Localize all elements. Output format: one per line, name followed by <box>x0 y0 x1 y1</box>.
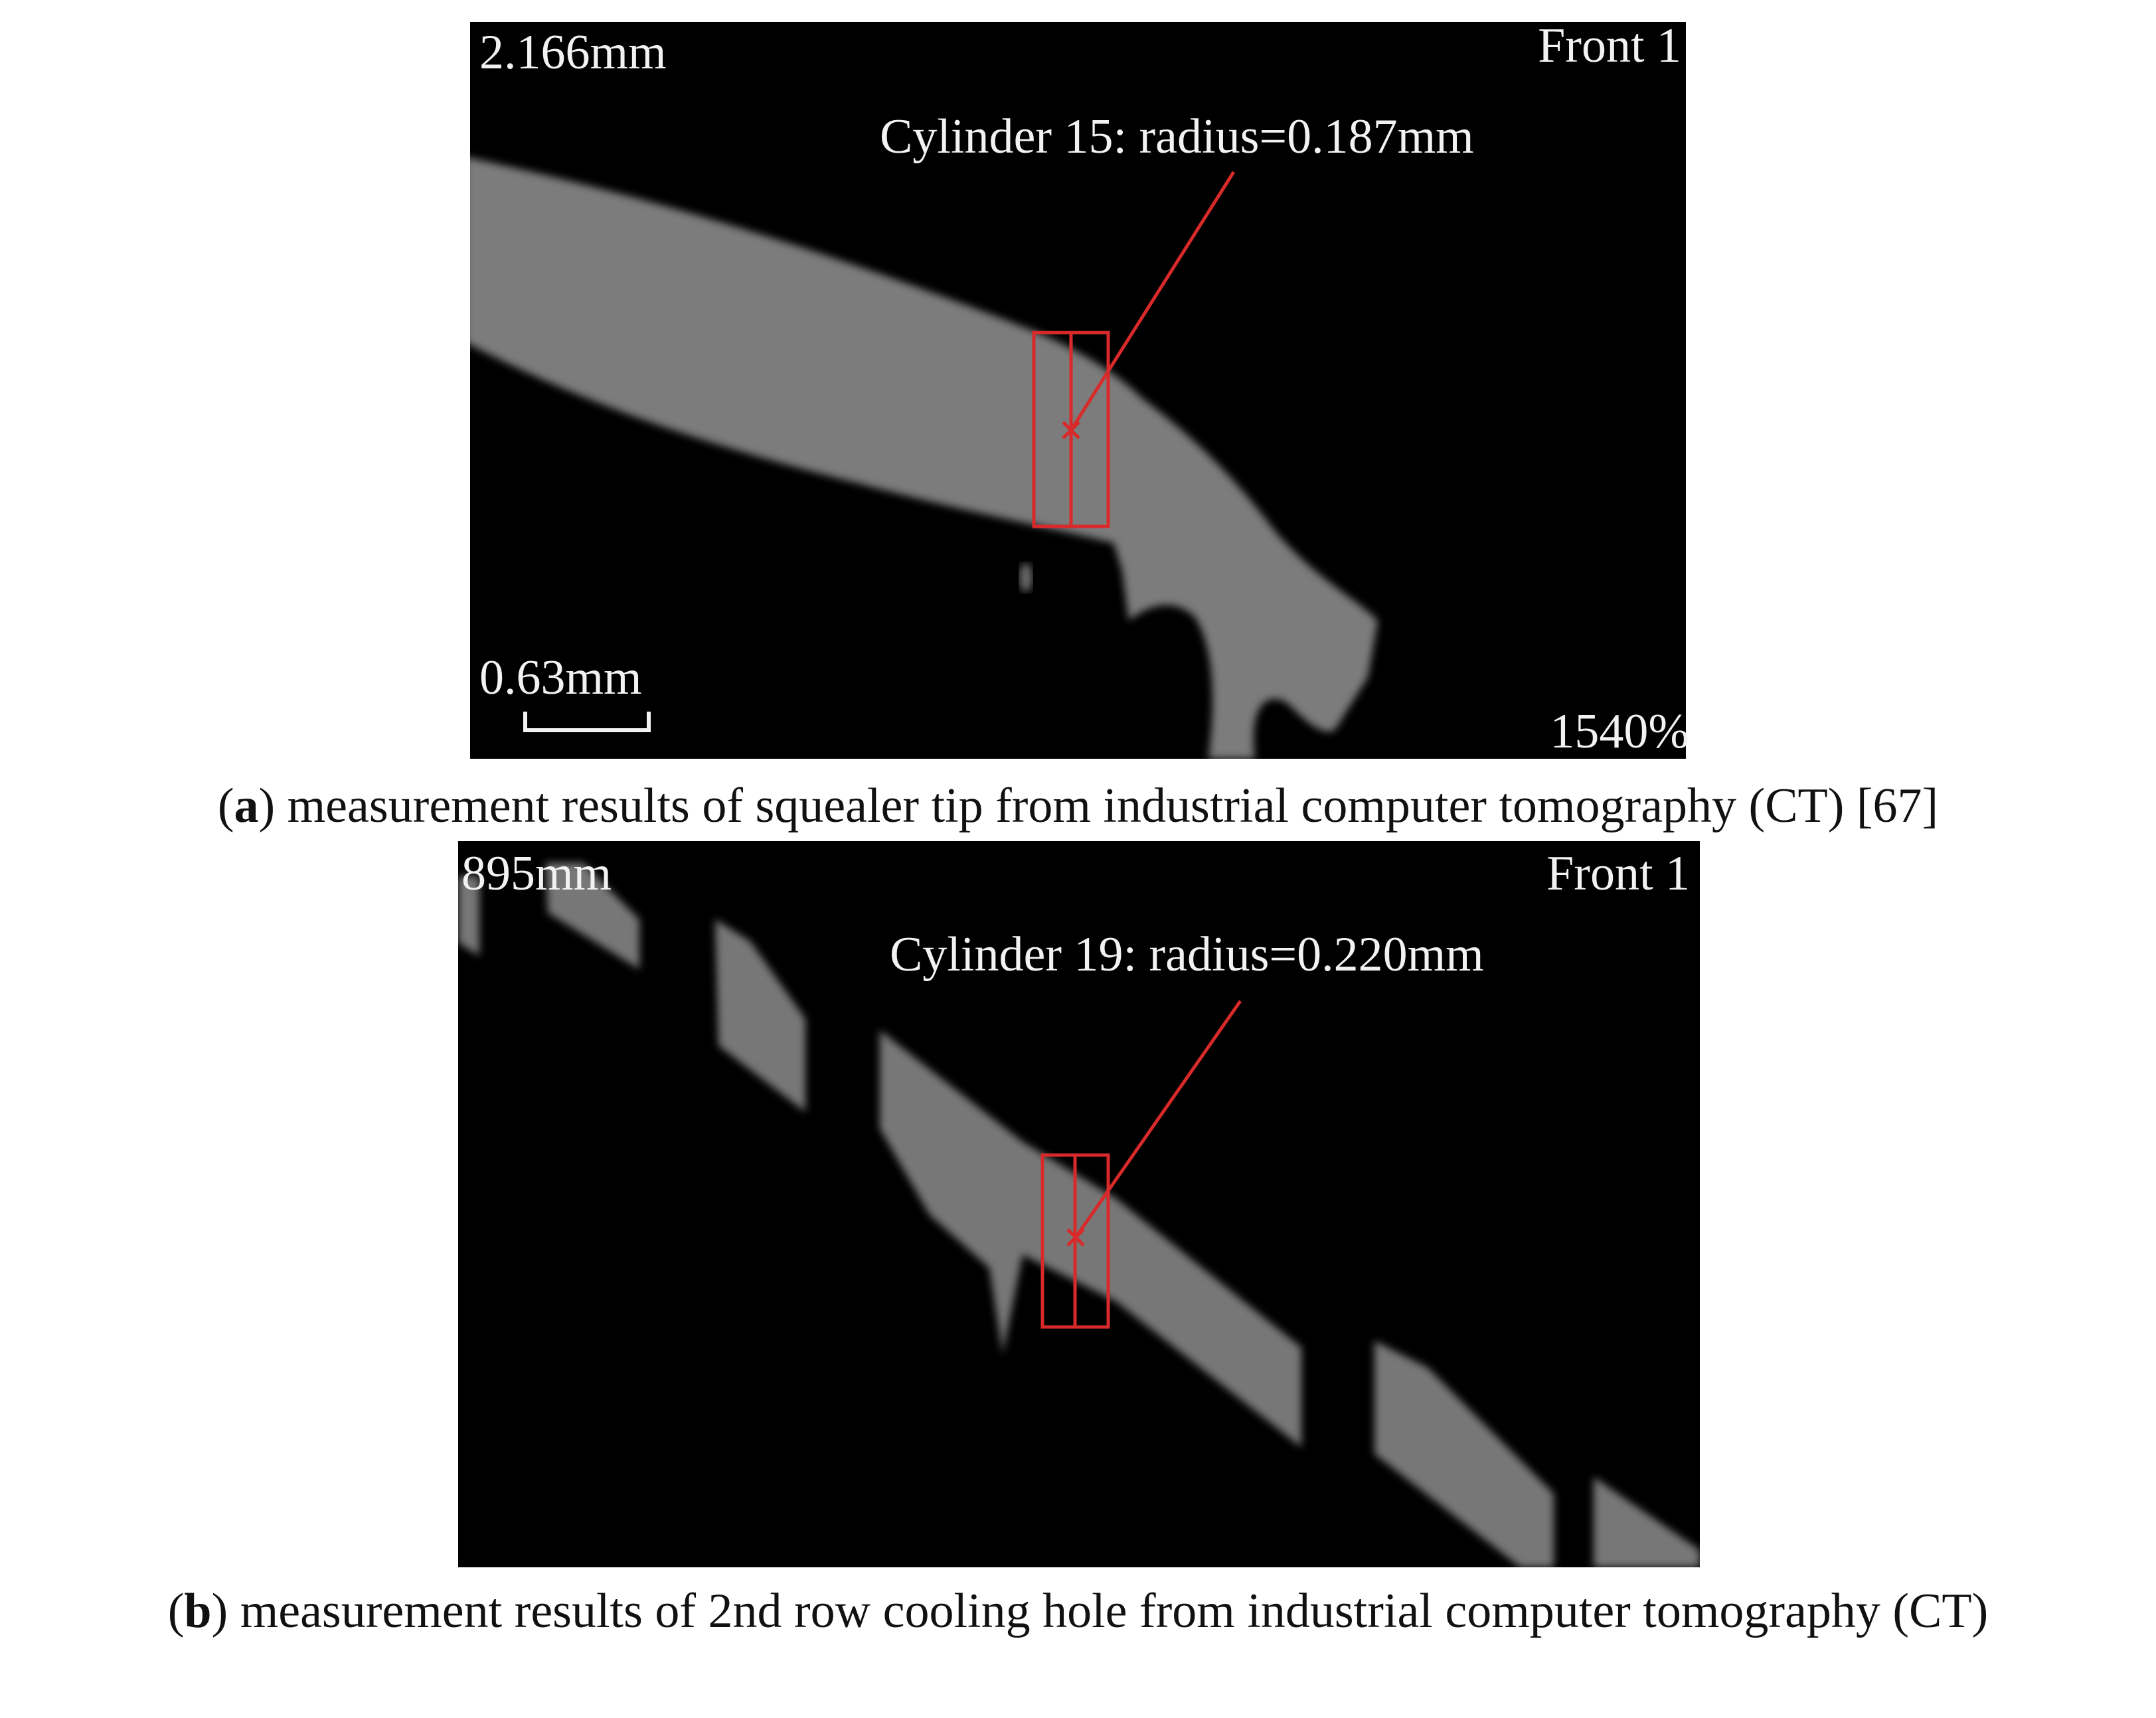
blade-segment <box>546 863 639 969</box>
blade-segment-measured <box>880 1030 1301 1447</box>
squealer-tip-cross-section <box>470 157 1378 759</box>
view-label: Front 1 <box>1546 846 1690 901</box>
artifact <box>1019 563 1033 592</box>
caption-text: measurement results of squealer tip from… <box>287 779 1939 833</box>
ct-image-cooling-hole: 895mm Front 1 Cylinder 19: radius=0.220m… <box>458 841 1700 1567</box>
caption-a: (a) measurement results of squealer tip … <box>217 779 1939 833</box>
measurement-label: Cylinder 15: radius=0.187mm <box>880 110 1474 164</box>
ct-image-squealer-tip: 2.166mm Front 1 Cylinder 15: radius=0.18… <box>470 19 1689 759</box>
measurement-marker <box>1040 1000 1242 1329</box>
zoom-level: 1540% <box>1550 704 1689 759</box>
caption-letter: a <box>234 779 259 833</box>
scale-bar-label: 0.63mm <box>479 651 642 705</box>
view-label: Front 1 <box>1538 19 1681 73</box>
scale-bar <box>523 712 651 732</box>
blade-segment <box>1374 1341 1554 1567</box>
measurement-label: Cylinder 19: radius=0.220mm <box>890 927 1484 982</box>
blade-segment <box>1594 1477 1700 1567</box>
scale-readout: 2.166mm <box>479 25 667 80</box>
caption-letter: b <box>184 1584 212 1638</box>
scale-readout: 895mm <box>461 846 612 901</box>
blade-segment <box>715 919 805 1112</box>
caption-b: (b) measurement results of 2nd row cooli… <box>167 1584 1989 1638</box>
measurement-marker <box>1032 171 1236 528</box>
caption-text: measurement results of 2nd row cooling h… <box>240 1584 1989 1638</box>
blade-segment <box>458 876 479 956</box>
